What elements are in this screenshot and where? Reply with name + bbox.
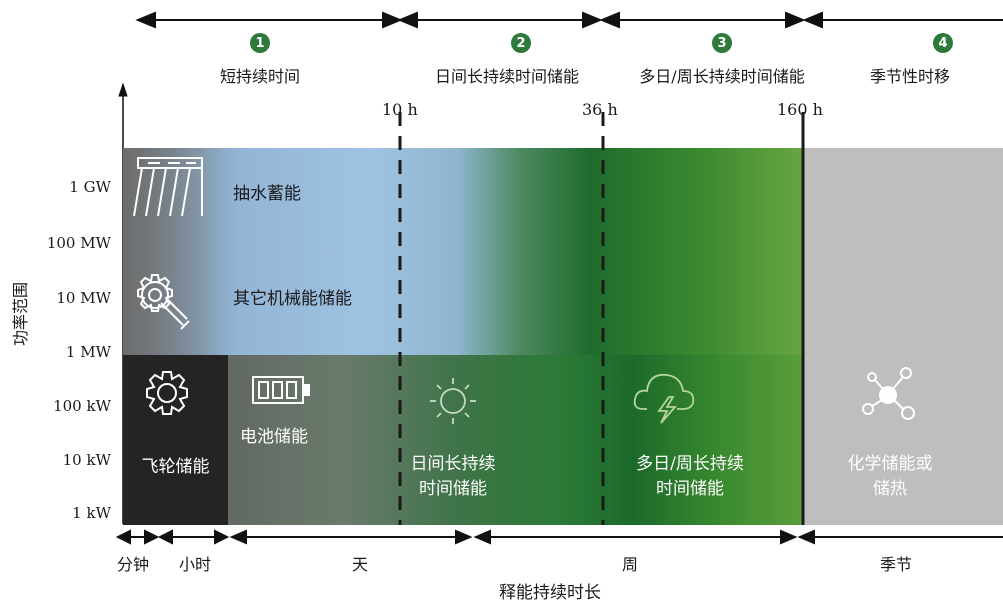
category-badge-1: 1 [250,33,270,53]
time-scale-seasons: 季节 [879,555,912,574]
mark-160h: 160 h [777,100,823,119]
x-axis-title: 释能持续时长 [499,583,601,603]
category-label-short: 短持续时间 [219,67,300,86]
time-scale-days: 天 [351,555,368,574]
y-tick-1mw: 1 MW [65,343,111,361]
y-tick-100kw: 100 kW [53,397,111,415]
label-multiday-line2: 时间储能 [656,479,724,499]
time-scale-minutes: 分钟 [116,555,149,574]
flywheel-region [123,355,228,525]
label-battery: 电池储能 [240,427,308,447]
label-flywheel: 飞轮储能 [141,457,210,477]
cloud-lightning-icon [633,373,695,424]
gear-wrench-icon [137,274,190,330]
category-badge-4: 4 [933,33,953,53]
label-daily-line1: 日间长持续 [410,454,496,474]
time-scale-arrows [115,529,1003,545]
time-scale-weeks: 周 [621,555,638,574]
label-daily-line2: 时间储能 [419,479,487,499]
label-chemical-line1: 化学储能或 [847,454,933,474]
molecule-icon [862,367,915,420]
time-scale-hours: 小时 [178,555,211,574]
sun-icon [430,378,476,424]
category-label-daily: 日间长持续时间储能 [434,67,579,86]
y-tick-10mw: 10 MW [56,289,111,307]
mark-36h: 36 h [582,100,618,119]
gear-icon [146,371,188,415]
y-tick-1kw: 1 kW [72,504,111,522]
y-tick-1gw: 1 GW [69,178,111,196]
battery-icon [252,376,310,404]
label-chemical-line2: 储热 [873,479,907,499]
seasonal-region [803,148,1003,525]
label-pumped-hydro: 抽水蓄能 [233,184,301,204]
label-multiday-line1: 多日/周长持续 [636,454,744,474]
category-label-multiday: 多日/周长持续时间储能 [639,67,805,86]
y-tick-100mw: 100 MW [46,234,111,252]
y-tick-10kw: 10 kW [62,451,111,469]
category-badge-2: 2 [511,33,531,53]
category-label-seasonal: 季节性时移 [870,67,951,86]
category-badge-3: 3 [712,33,732,53]
mark-10h: 10 h [382,100,418,119]
label-other-mechanical: 其它机械能储能 [233,289,352,309]
category-arrows [135,11,1003,29]
dam-icon [133,157,203,217]
y-axis-title: 功率范围 [11,282,30,347]
